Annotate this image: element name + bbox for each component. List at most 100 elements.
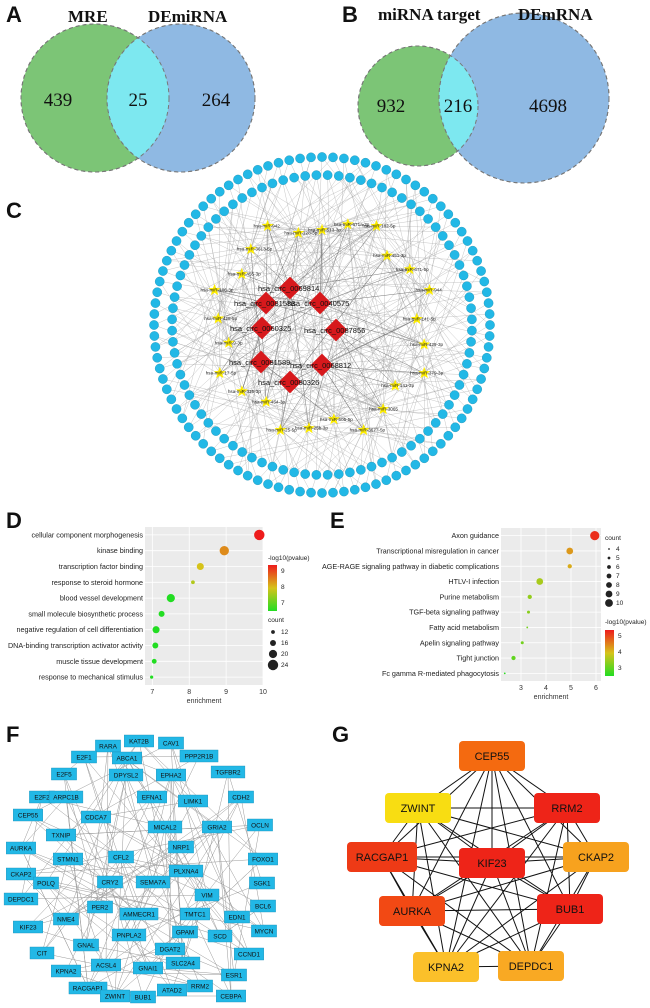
mrna-node xyxy=(435,438,446,449)
panel-d-label: D xyxy=(6,508,22,533)
cerna-edge xyxy=(172,330,364,431)
mrna-node xyxy=(198,201,209,212)
ppi-node-box xyxy=(33,876,59,890)
cerna-edge xyxy=(203,206,243,392)
cerna-edge xyxy=(376,174,397,227)
mrna-node xyxy=(427,193,438,204)
cerna-edge xyxy=(321,187,383,231)
mrna-node xyxy=(484,331,495,341)
ppi-node-label: CRY2 xyxy=(102,879,119,886)
cerna-edge xyxy=(214,289,345,492)
cerna-edge xyxy=(250,248,478,261)
cerna-edge xyxy=(365,409,384,488)
mirna-node xyxy=(328,413,340,425)
ppi-node-label: MYCN xyxy=(255,928,274,935)
ppi-node: PER2 xyxy=(87,900,113,914)
ppi-node: CFL2 xyxy=(108,850,134,864)
ppi-node-box xyxy=(124,734,154,748)
ppi-node-label: BUB1 xyxy=(135,994,152,1001)
mrna-node xyxy=(466,303,476,314)
mrna-node xyxy=(410,180,421,191)
ppi-node-label: CKAP2 xyxy=(11,871,32,878)
mrna-node xyxy=(356,465,366,475)
hub-node-box xyxy=(413,952,479,982)
mirna-node xyxy=(222,336,235,348)
ppi-node-box xyxy=(87,900,113,914)
ppi-node-box xyxy=(221,968,247,982)
chart-bubble xyxy=(590,531,600,541)
mirna-label: hsa-miR-25-5p xyxy=(266,428,297,433)
size-legend-tick: 8 xyxy=(616,582,620,589)
ppi-node-box xyxy=(108,768,144,782)
mrna-node xyxy=(458,369,469,380)
mrna-node xyxy=(339,153,349,164)
mrna-node xyxy=(481,352,492,363)
hub-node-label: KPNA2 xyxy=(428,962,464,974)
ppi-edge xyxy=(20,873,265,932)
ppi-node-label: DPYSL2 xyxy=(114,772,139,779)
color-legend-bar xyxy=(605,630,614,676)
color-legend-bar xyxy=(268,565,277,611)
hub-edge xyxy=(491,862,532,967)
ppi-node-box xyxy=(179,749,219,763)
size-legend-tick: 24 xyxy=(281,662,289,669)
ppi-node: CDCA7 xyxy=(81,810,111,824)
ppi-node-label: CDH2 xyxy=(232,794,250,801)
chart-category-label: Tight junction xyxy=(457,654,499,663)
ppi-node-label: EPHA2 xyxy=(161,772,182,779)
ppi-edge xyxy=(20,847,186,933)
cerna-edge xyxy=(327,175,335,420)
ppi-edge xyxy=(125,774,232,997)
hub-edge xyxy=(417,807,447,968)
cerna-edge xyxy=(237,429,281,471)
ppi-node-box xyxy=(216,989,246,1003)
mirna-node xyxy=(213,366,226,379)
ppi-node-box xyxy=(6,867,36,881)
ppi-node-box xyxy=(248,852,278,866)
mrna-node xyxy=(419,186,430,197)
cerna-edge xyxy=(333,235,443,420)
cerna-edge xyxy=(424,372,464,375)
mrna-node xyxy=(454,380,465,390)
mirna-node xyxy=(377,402,389,415)
mrna-node xyxy=(437,409,448,419)
ppi-node-box xyxy=(6,841,36,855)
chart-x-tick-label: 8 xyxy=(187,689,191,696)
ppi-node-box xyxy=(202,820,232,834)
ppi-node-box xyxy=(29,946,55,960)
venn-b-set1-title: miRNA target xyxy=(378,5,481,24)
mrna-node xyxy=(449,390,460,400)
mirna-label: hsa-miR-671a-3p xyxy=(334,222,370,227)
ppi-node: EPHA2 xyxy=(156,768,186,782)
chart-category-label: negative regulation of cell differentiat… xyxy=(16,625,143,634)
mrna-node xyxy=(484,309,495,319)
cerna-edge xyxy=(363,408,468,431)
ppi-node: ARPC1B xyxy=(48,790,84,804)
size-legend-dot xyxy=(606,582,612,588)
cerna-edge xyxy=(176,240,384,410)
ppi-node: LIMK1 xyxy=(178,794,208,808)
mrna-node xyxy=(203,222,214,232)
cerna-edge xyxy=(424,372,460,386)
hub-node-box xyxy=(459,848,525,878)
ppi-node-label: E2F1 xyxy=(76,754,92,761)
mrna-node xyxy=(203,418,214,428)
cerna-edge xyxy=(319,224,349,304)
mrna-node xyxy=(175,270,186,281)
ppi-node-box xyxy=(168,840,194,854)
mirna-node xyxy=(403,263,416,275)
cerna-edge xyxy=(201,318,417,415)
cerna-edge xyxy=(308,404,450,429)
circrna-label: hsa_circ_0068812 xyxy=(290,361,351,370)
hub-node-box xyxy=(563,842,629,872)
cerna-edge xyxy=(215,218,335,420)
size-legend-title: count xyxy=(605,535,621,542)
mrna-node xyxy=(483,342,494,352)
hub-node-label: RACGAP1 xyxy=(356,852,409,864)
cerna-edge xyxy=(257,169,396,386)
mrna-node xyxy=(387,452,397,463)
cerna-edge xyxy=(289,269,410,289)
ppi-node: PNPLA2 xyxy=(111,928,147,942)
mrna-node xyxy=(467,394,478,405)
mrna-node xyxy=(415,206,425,217)
